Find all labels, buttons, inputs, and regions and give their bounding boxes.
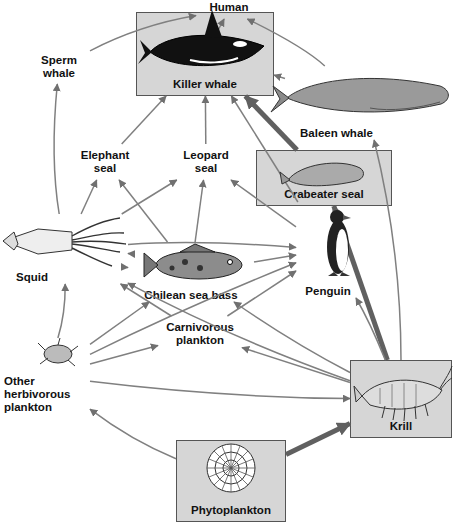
feeding-arrow [90,346,158,365]
penguin-belly [336,229,348,271]
penguin-body [327,220,349,274]
feeding-arrow [122,96,166,144]
feeding-arrow [334,206,388,360]
sea-bass-eye [228,260,233,265]
organism-label: Crabeater seal [257,188,391,201]
organism-label: Sperm whale [28,54,90,80]
baleen-whale-body [287,78,448,112]
feeding-arrow [54,84,59,214]
organism-label: Other herbivorous plankton [4,375,90,414]
squid-mantle [3,229,72,254]
organism-box: Killer whale [136,12,274,96]
feeding-arrow [286,424,350,455]
squid-tentacles [72,218,126,266]
feeding-arrow [128,283,350,381]
sea-bass-spot [182,259,188,265]
plankton-legs [38,338,78,366]
feeding-arrow [119,180,167,242]
plankton-body [44,345,72,363]
organism-box: Crabeater seal [256,150,392,206]
penguin-feet [328,272,350,276]
feeding-arrow [90,409,176,459]
feeding-arrow [127,267,128,269]
feeding-arrow [205,96,207,144]
organism-node: Sperm whale [28,50,90,84]
feeding-arrow [90,302,149,344]
organism-label: Squid [16,271,128,284]
feeding-arrow [128,243,296,248]
feeding-arrow [122,180,177,214]
feeding-arrow [234,302,350,373]
feeding-arrow [245,96,297,150]
feeding-arrow [242,348,350,383]
feeding-arrow [90,263,296,355]
feeding-arrow [254,255,296,262]
organism-label: Elephant seal [74,149,136,175]
feeding-arrow [195,180,203,242]
organism-node: Baleen whale [278,66,452,140]
feeding-arrow [81,180,97,214]
organism-label: Krill [351,420,451,433]
organism-label: Penguin [296,285,360,298]
baleen-whale-throat [370,102,440,110]
feeding-arrow [356,298,385,360]
squid-fin [3,232,18,250]
organism-box: Krill [350,360,452,438]
feeding-arrow [227,271,296,316]
sea-bass-fin [180,244,215,252]
organism-node: Other herbivorous plankton [2,338,90,414]
organism-label: Killer whale [137,78,273,91]
organism-node: Leopard seal [174,144,238,180]
organism-label: Carnivorous plankton [158,321,242,347]
organism-node: Penguin [296,202,360,298]
sea-bass-spot [170,266,175,271]
penguin-head [330,210,344,224]
organism-label: Chilean sea bass [128,289,254,302]
organism-node: Squid [2,214,128,284]
feeding-arrow [128,253,129,255]
feeding-arrow [274,75,285,78]
organism-label: Phytoplankton [177,504,285,517]
organism-label: Leopard seal [174,149,238,175]
organism-node: Carnivorous plankton [158,316,242,352]
organism-box: Phytoplankton [176,440,286,522]
feeding-arrow [58,284,65,338]
sea-bass-spot [197,265,203,271]
organism-node: Chilean sea bass [128,242,254,302]
penguin-beak [343,215,351,220]
organism-label: Baleen whale [300,127,452,140]
feeding-arrow [90,381,350,398]
sea-bass-tail [144,253,158,277]
sea-bass-body [156,251,242,279]
organism-node: Elephant seal [74,144,136,180]
